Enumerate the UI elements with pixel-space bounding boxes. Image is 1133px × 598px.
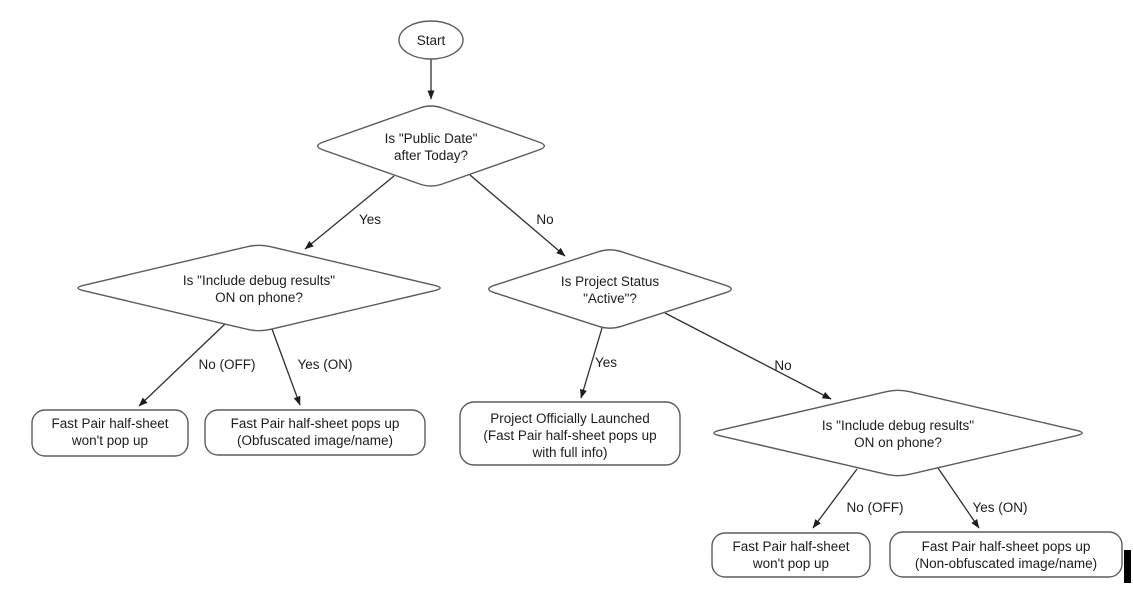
start-ellipse: [398, 20, 464, 60]
decision-public-date-shape: [316, 105, 546, 187]
decision-debug-results-right: Is "Include debug results" ON on phone?: [713, 389, 1083, 477]
edge-label-d2-no: No (OFF): [199, 357, 256, 372]
leaf-non-obfuscated-popup-line2: (Non-obfuscated image/name): [915, 556, 1097, 571]
decision-debug-results-right-shape: [713, 389, 1083, 477]
decision-project-status-line2: "Active"?: [583, 291, 637, 306]
leaf-wont-popup-right: Fast Pair half-sheet won't pop up: [711, 532, 871, 578]
leaf-project-launched-line3: with full info): [531, 445, 607, 460]
leaf-wont-popup-left-line2: won't pop up: [71, 433, 148, 448]
leaf-non-obfuscated-popup: Fast Pair half-sheet pops up (Non-obfusc…: [889, 531, 1123, 578]
edge-label-d3-yes: Yes: [595, 355, 617, 370]
text-cursor-artifact: [1124, 550, 1131, 583]
decision-project-status-line1: Is Project Status: [561, 274, 660, 289]
decision-debug-results-left-line1: Is "Include debug results": [183, 273, 335, 288]
edge-label-d1-no: No: [536, 212, 553, 227]
decision-debug-results-right-line1: Is "Include debug results": [822, 418, 974, 433]
start-label: Start: [417, 33, 446, 48]
edges: [138, 59, 980, 529]
edge-labels: Yes No No (OFF) Yes (ON) Yes No No (OFF)…: [199, 212, 1028, 515]
leaf-wont-popup-right-line2: won't pop up: [752, 556, 829, 571]
edge-d3-no: [664, 312, 832, 400]
decision-public-date: Is "Public Date" after Today?: [316, 105, 546, 187]
decision-debug-results-right-line2: ON on phone?: [854, 435, 942, 450]
edge-label-d1-yes: Yes: [359, 212, 381, 227]
leaf-wont-popup-right-line1: Fast Pair half-sheet: [732, 539, 849, 554]
leaf-obfuscated-popup: Fast Pair half-sheet pops up (Obfuscated…: [204, 409, 426, 456]
edge-d1-yes: [304, 175, 395, 250]
decision-debug-results-left-shape: [77, 244, 441, 332]
edge-d4-yes-on: [937, 467, 980, 529]
leaf-obfuscated-popup-box: [204, 409, 426, 456]
leaf-non-obfuscated-popup-line1: Fast Pair half-sheet pops up: [922, 539, 1091, 554]
leaf-wont-popup-right-box: [711, 532, 871, 578]
leaf-wont-popup-left-box: [31, 409, 189, 457]
leaf-obfuscated-popup-line1: Fast Pair half-sheet pops up: [231, 416, 400, 431]
decision-public-date-line2: after Today?: [394, 148, 468, 163]
decision-project-status: Is Project Status "Active"?: [488, 249, 733, 329]
leaf-wont-popup-left-line1: Fast Pair half-sheet: [51, 416, 168, 431]
edge-label-d3-no: No: [774, 358, 791, 373]
edge-d3-yes: [580, 327, 603, 399]
leaf-project-launched-line2: (Fast Pair half-sheet pops up: [483, 428, 656, 443]
edge-label-d4-yes: Yes (ON): [972, 500, 1027, 515]
decision-public-date-line1: Is "Public Date": [385, 131, 478, 146]
edge-label-d4-no: No (OFF): [847, 500, 904, 515]
decision-project-status-shape: [488, 249, 733, 329]
edge-label-d2-yes: Yes (ON): [297, 357, 352, 372]
edge-d1-no: [469, 174, 566, 257]
leaf-non-obfuscated-popup-box: [889, 531, 1123, 578]
leaf-project-launched-box: [459, 401, 681, 466]
leaf-obfuscated-popup-line2: (Obfuscated image/name): [237, 433, 393, 448]
start-node: Start: [398, 20, 464, 60]
edge-d4-no-off: [812, 468, 858, 529]
edge-d2-yes-on: [271, 328, 301, 406]
decision-debug-results-left-line2: ON on phone?: [215, 290, 303, 305]
leaf-project-launched: Project Officially Launched (Fast Pair h…: [459, 401, 681, 466]
leaf-wont-popup-left: Fast Pair half-sheet won't pop up: [31, 409, 189, 457]
leaf-project-launched-line1: Project Officially Launched: [490, 411, 650, 426]
decision-debug-results-left: Is "Include debug results" ON on phone?: [77, 244, 441, 332]
edge-d2-no-off: [138, 323, 226, 407]
